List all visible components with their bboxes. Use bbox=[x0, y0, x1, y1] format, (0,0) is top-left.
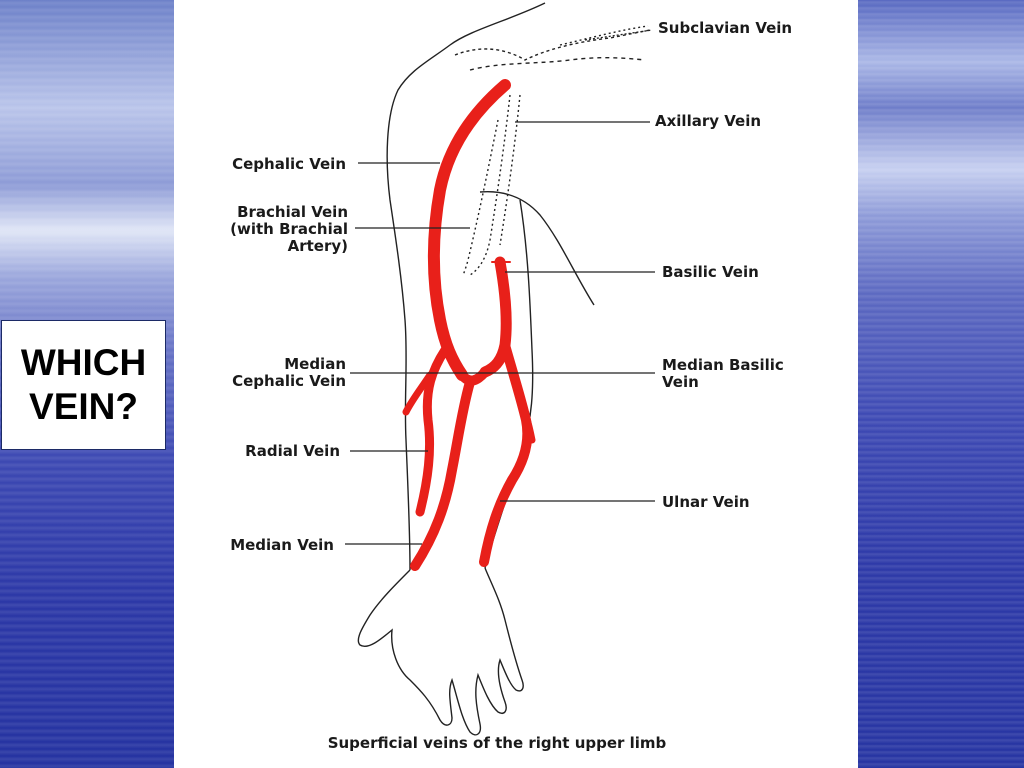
arm-outline bbox=[357, 2, 651, 736]
basilic-forearm bbox=[479, 340, 533, 567]
label-radial-vein: Radial Vein bbox=[245, 442, 340, 460]
ulnar-branch bbox=[511, 376, 536, 444]
label-axillary-vein: Axillary Vein bbox=[655, 112, 761, 130]
label-median-basilic-line2: Vein bbox=[662, 373, 699, 391]
background-ocean-right bbox=[858, 0, 1024, 768]
cephalic-vein bbox=[428, 79, 511, 381]
radial-branch bbox=[402, 371, 434, 416]
label-brachial-vein-line1: Brachial Vein bbox=[237, 203, 348, 221]
question-box: WHICH VEIN? bbox=[1, 320, 166, 450]
question-text: WHICH VEIN? bbox=[20, 342, 147, 427]
median-vein bbox=[410, 377, 475, 571]
label-ulnar-vein: Ulnar Vein bbox=[662, 493, 750, 511]
label-brachial-vein-line3: Artery) bbox=[288, 237, 348, 255]
veins bbox=[402, 79, 536, 571]
label-cephalic-vein: Cephalic Vein bbox=[232, 155, 346, 173]
label-subclavian-vein: Subclavian Vein bbox=[658, 19, 792, 37]
radial-vein bbox=[415, 345, 450, 517]
label-median-cephalic-line1: Median bbox=[284, 355, 346, 373]
label-median-vein: Median Vein bbox=[230, 536, 334, 554]
label-brachial-vein-line2: (with Brachial bbox=[230, 220, 348, 238]
label-median-basilic-line1: Median Basilic bbox=[662, 356, 784, 374]
label-median-cephalic-line2: Cephalic Vein bbox=[232, 372, 346, 390]
label-basilic-vein: Basilic Vein bbox=[662, 263, 759, 281]
diagram-caption: Superficial veins of the right upper lim… bbox=[328, 734, 667, 752]
leader-lines bbox=[345, 29, 655, 545]
